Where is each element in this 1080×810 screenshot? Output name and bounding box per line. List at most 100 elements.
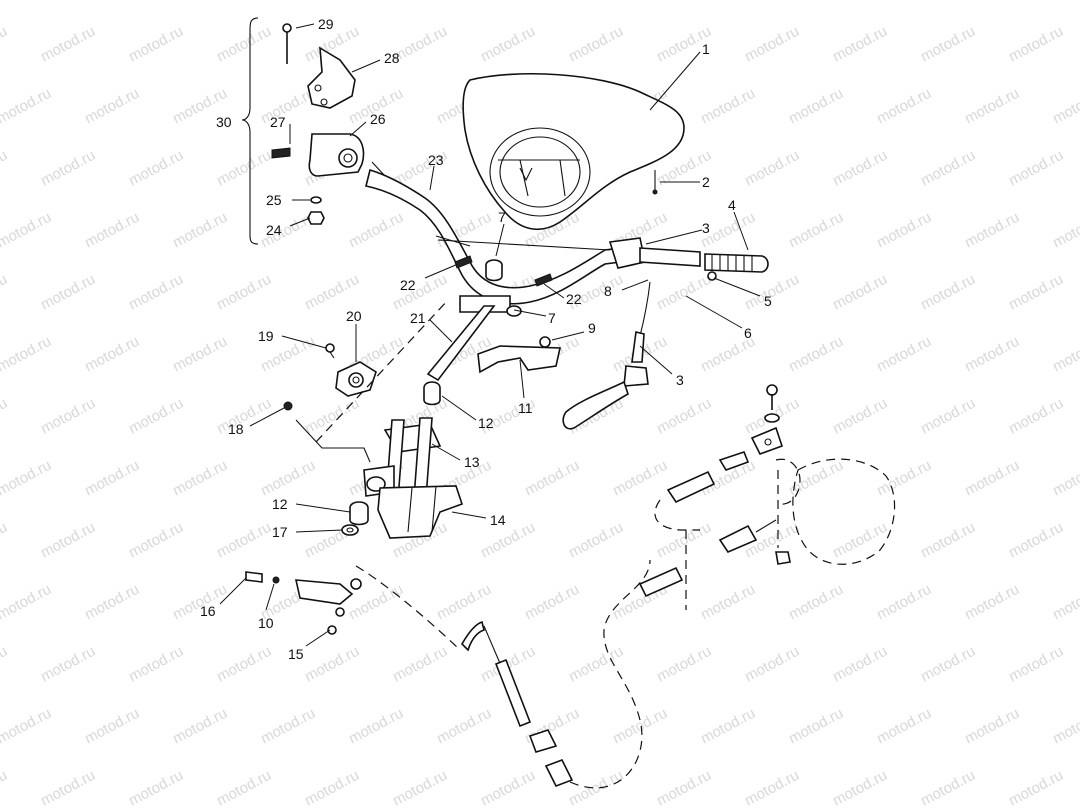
callout-6: 6 — [744, 325, 752, 341]
watermark-text: motod.ru — [38, 271, 98, 314]
watermark-text: motod.ru — [1006, 147, 1066, 190]
watermark-text: motod.ru — [918, 643, 978, 686]
watermark-text: motod.ru — [170, 333, 230, 376]
callout-23: 23 — [428, 152, 444, 168]
watermark-text: motod.ru — [1050, 333, 1080, 376]
watermark-text: motod.ru — [214, 395, 274, 438]
watermark-text: motod.ru — [918, 519, 978, 562]
callout-1: 1 — [702, 41, 710, 57]
watermark-text: motod.ru — [38, 643, 98, 686]
watermark-text: motod.ru — [654, 767, 714, 810]
watermark-text: motod.ru — [38, 519, 98, 562]
watermark-text: motod.ru — [962, 581, 1022, 624]
watermark-text: motod.ru — [698, 581, 758, 624]
watermark-text: motod.ru — [302, 643, 362, 686]
watermark-text: motod.ru — [1050, 0, 1080, 4]
watermark-text: motod.ru — [610, 0, 670, 4]
watermark-text: motod.ru — [0, 0, 54, 4]
watermark-text: motod.ru — [1006, 23, 1066, 66]
callout-17: 17 — [272, 524, 288, 540]
watermark-text: motod.ru — [1050, 705, 1080, 748]
callout-16: 16 — [200, 603, 216, 619]
leader-lines — [219, 23, 761, 647]
mounting-bracket-28 — [307, 46, 356, 109]
callout-22-right: 22 — [566, 291, 582, 307]
cable-tie-right — [534, 273, 553, 287]
watermark-text: motod.ru — [214, 643, 274, 686]
washer-17 — [341, 524, 359, 536]
callout-19: 19 — [258, 328, 274, 344]
watermark-text: motod.ru — [610, 457, 670, 500]
watermark-text: motod.ru — [918, 23, 978, 66]
watermark-text: motod.ru — [346, 705, 406, 748]
watermark-text: motod.ru — [1006, 519, 1066, 562]
cable-route — [355, 565, 459, 649]
watermark-text: motod.ru — [0, 457, 54, 500]
steering-pad-cover — [462, 72, 685, 230]
watermark-text: motod.ru — [434, 705, 494, 748]
watermark-text: motod.ru — [786, 209, 846, 252]
callout-24: 24 — [266, 222, 282, 238]
watermark-text: motod.ru — [698, 0, 758, 4]
watermark-text: motod.ru — [82, 705, 142, 748]
watermark-text: motod.ru — [1050, 209, 1080, 252]
watermark-text: motod.ru — [38, 147, 98, 190]
axis-line — [315, 299, 449, 443]
watermark-text: motod.ru — [38, 767, 98, 810]
watermark-text: motod.ru — [742, 23, 802, 66]
watermark-text: motod.ru — [258, 457, 318, 500]
watermark-text: motod.ru — [258, 705, 318, 748]
bolt-19 — [325, 343, 335, 359]
watermark-text: motod.ru — [214, 147, 274, 190]
watermark-text: motod.ru — [82, 333, 142, 376]
watermark-text: motod.ru — [918, 395, 978, 438]
callout-5: 5 — [764, 293, 772, 309]
watermark-text: motod.ru — [170, 705, 230, 748]
watermark-text: motod.ru — [566, 519, 626, 562]
cable-tie-left — [454, 255, 473, 269]
screw — [652, 170, 658, 195]
callout-21: 21 — [410, 310, 426, 326]
watermark-text: motod.ru — [874, 85, 934, 128]
switch-housing-26 — [308, 133, 386, 177]
watermark-text: motod.ru — [1006, 271, 1066, 314]
watermark-text: motod.ru — [390, 767, 450, 810]
watermark-text: motod.ru — [522, 581, 582, 624]
callout-25: 25 — [266, 192, 282, 208]
watermark-text: motod.ru — [874, 0, 934, 4]
watermark-text: motod.ru — [698, 85, 758, 128]
watermark-text: motod.ru — [38, 23, 98, 66]
watermark-text: motod.ru — [786, 705, 846, 748]
watermark-text: motod.ru — [214, 271, 274, 314]
callout-30: 30 — [216, 114, 232, 130]
watermark-text: motod.ru — [830, 643, 890, 686]
watermark-text: motod.ru — [786, 333, 846, 376]
watermark-text: motod.ru — [126, 767, 186, 810]
bushing-upper — [485, 259, 503, 282]
watermark-text: motod.ru — [918, 767, 978, 810]
watermark-text: motod.ru — [478, 519, 538, 562]
watermark-text: motod.ru — [1050, 581, 1080, 624]
callout-14: 14 — [490, 512, 506, 528]
callout-2: 2 — [702, 174, 710, 190]
watermark-text: motod.ru — [1050, 457, 1080, 500]
callout-7-lower: 7 — [548, 310, 556, 326]
watermark-text: motod.ru — [742, 147, 802, 190]
hand-grip — [704, 253, 769, 281]
watermark-text: motod.ru — [126, 643, 186, 686]
throttle-housing — [608, 237, 701, 269]
callout-8: 8 — [604, 283, 612, 299]
callout-labels: 29 28 30 27 26 23 1 2 25 24 7 3 4 22 22 … — [200, 16, 772, 662]
watermark-text: motod.ru — [478, 767, 538, 810]
watermark-text: motod.ru — [566, 767, 626, 810]
watermark-text: motod.ru — [0, 519, 10, 562]
callout-18: 18 — [228, 421, 244, 437]
pitman-arm — [245, 571, 362, 635]
watermark-text: motod.ru — [610, 705, 670, 748]
watermark-text: motod.ru — [126, 395, 186, 438]
watermark-text: motod.ru — [742, 643, 802, 686]
watermark-text: motod.ru — [962, 0, 1022, 4]
watermark-text: motod.ru — [258, 0, 318, 4]
watermark-text: motod.ru — [82, 457, 142, 500]
